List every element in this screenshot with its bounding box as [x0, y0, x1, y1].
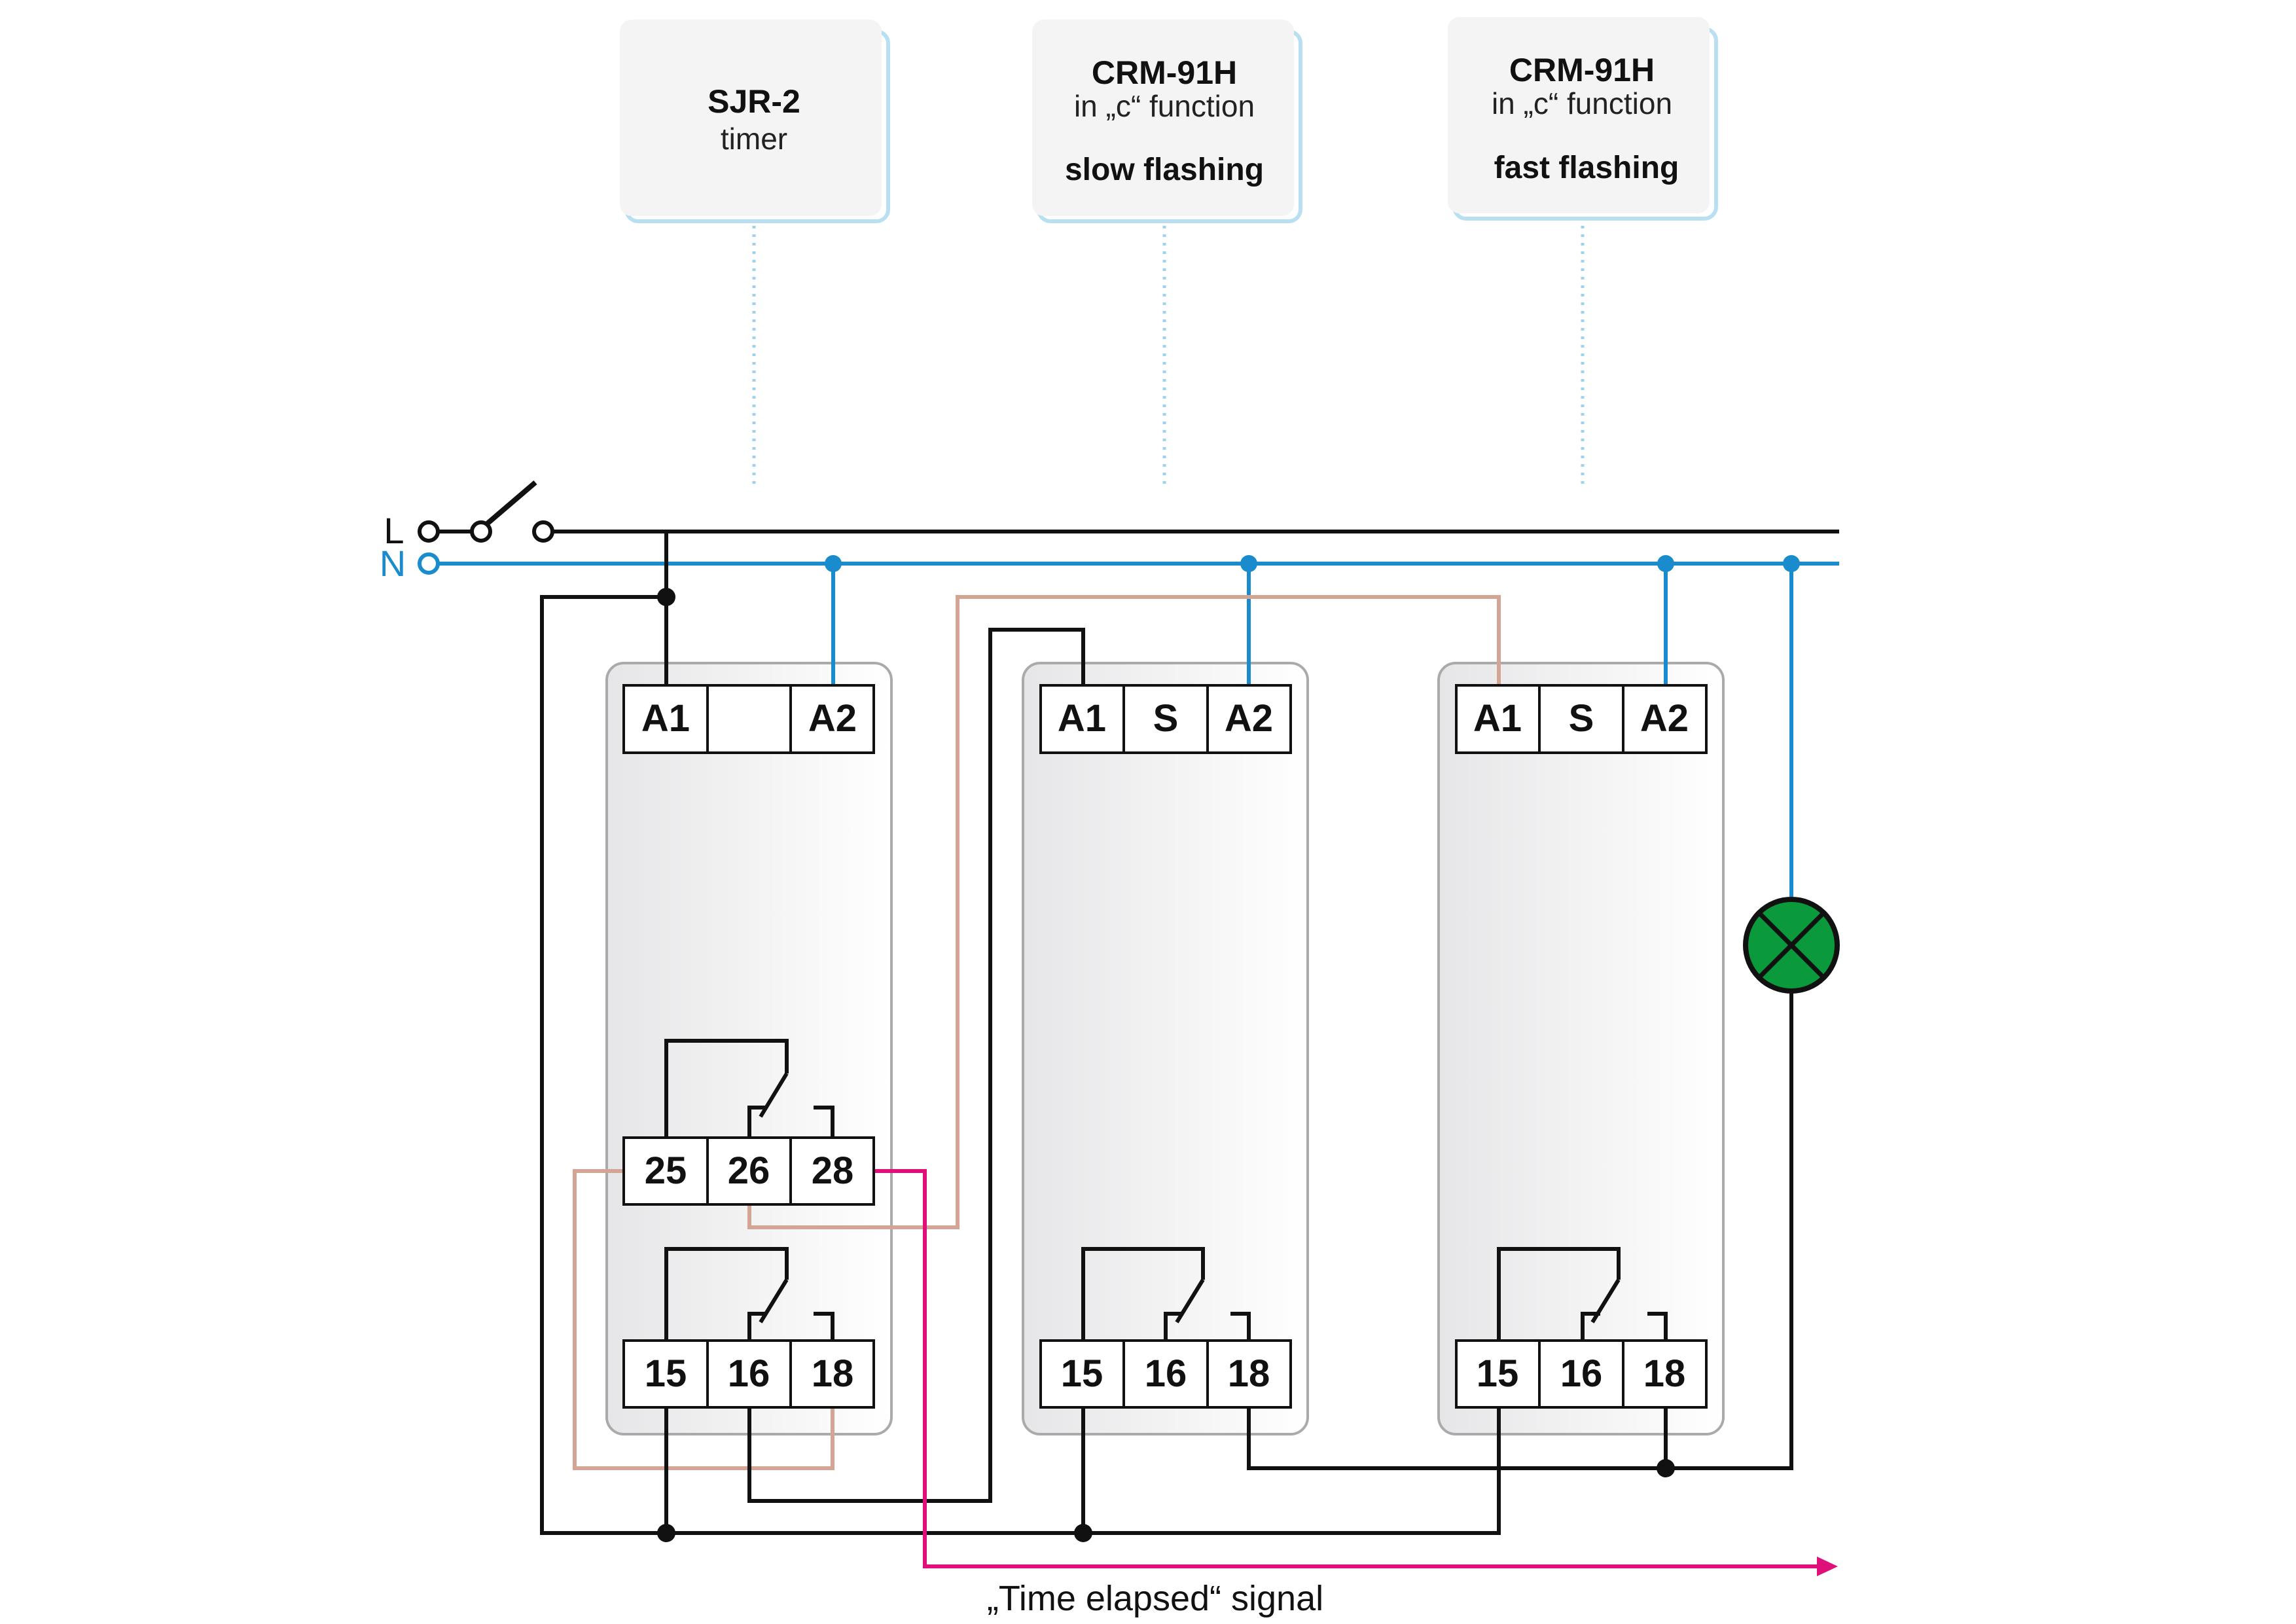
terminal-sjr2-18: 18 [812, 1352, 854, 1395]
terminal-crm1-15: 15 [1061, 1352, 1103, 1395]
terminal-crm2-a1: A1 [1473, 697, 1522, 740]
card-crm2-title: CRM-91H [1509, 52, 1655, 88]
card-sjr2-title: SJR-2 [708, 83, 800, 120]
crm1-top-terminals: A1 S A2 [1039, 684, 1292, 754]
card-sjr2-subtitle: timer [721, 122, 787, 156]
signal-arrow-icon [1817, 1557, 1838, 1576]
neutral-label: N [380, 543, 406, 584]
lamp-icon [1743, 897, 1840, 994]
module-crm1 [1022, 662, 1309, 1435]
crm2-contact-terminals: 15 16 18 [1455, 1339, 1708, 1409]
terminal-sjr2-a2: A2 [808, 697, 857, 740]
neutral-wiring [831, 564, 1793, 900]
card-crm1: CRM-91H in „c“ function slow flashing [1032, 20, 1302, 223]
contact-symbols [664, 1039, 1668, 1341]
signal-label: „Time elapsed“ signal [987, 1579, 1323, 1618]
terminal-crm1-16: 16 [1145, 1352, 1187, 1395]
terminal-crm2-15: 15 [1477, 1352, 1519, 1395]
crm1-contact-terminals: 15 16 18 [1039, 1339, 1292, 1409]
line-label: L [384, 510, 404, 551]
sjr2-contact-terminals-15: 15 16 18 [622, 1339, 875, 1409]
terminal-crm2-a2: A2 [1640, 697, 1689, 740]
line-wiring [540, 532, 1793, 1535]
signal-wiring: „Time elapsed“ signal [874, 1169, 1838, 1618]
sjr2-contact-terminals-25: 25 26 28 [622, 1136, 875, 1206]
terminal-sjr2-25: 25 [645, 1149, 687, 1192]
card-crm1-mode: slow flashing [1065, 153, 1264, 187]
card-crm1-subtitle: in „c“ function [1074, 89, 1255, 123]
terminal-sjr2-15: 15 [645, 1352, 687, 1395]
card-crm2-subtitle: in „c“ function [1492, 86, 1672, 120]
link-wiring [573, 595, 1501, 1470]
terminal-crm1-a1: A1 [1058, 697, 1106, 740]
terminal-sjr2-26: 26 [728, 1149, 770, 1192]
terminal-crm2-16: 16 [1560, 1352, 1603, 1395]
card-crm2: CRM-91H in „c“ function fast flashing [1448, 17, 1718, 221]
terminal-sjr2-28: 28 [812, 1149, 854, 1192]
sjr2-top-terminals: A1 A2 [622, 684, 875, 754]
terminal-crm1-18: 18 [1228, 1352, 1270, 1395]
terminal-crm2-s: S [1569, 697, 1594, 740]
card-crm2-mode: fast flashing [1494, 151, 1679, 185]
card-sjr2: SJR-2 timer [620, 20, 890, 223]
card-crm1-title: CRM-91H [1092, 54, 1237, 91]
terminal-sjr2-16: 16 [728, 1352, 770, 1395]
module-crm2 [1437, 662, 1725, 1435]
supply-rails: L N [380, 480, 1839, 584]
crm2-top-terminals: A1 S A2 [1455, 684, 1708, 754]
main-switch [479, 480, 537, 532]
terminal-crm1-a2: A2 [1225, 697, 1273, 740]
terminal-crm1-s: S [1153, 697, 1179, 740]
terminal-crm2-18: 18 [1643, 1352, 1686, 1395]
terminal-sjr2-a1: A1 [641, 697, 690, 740]
